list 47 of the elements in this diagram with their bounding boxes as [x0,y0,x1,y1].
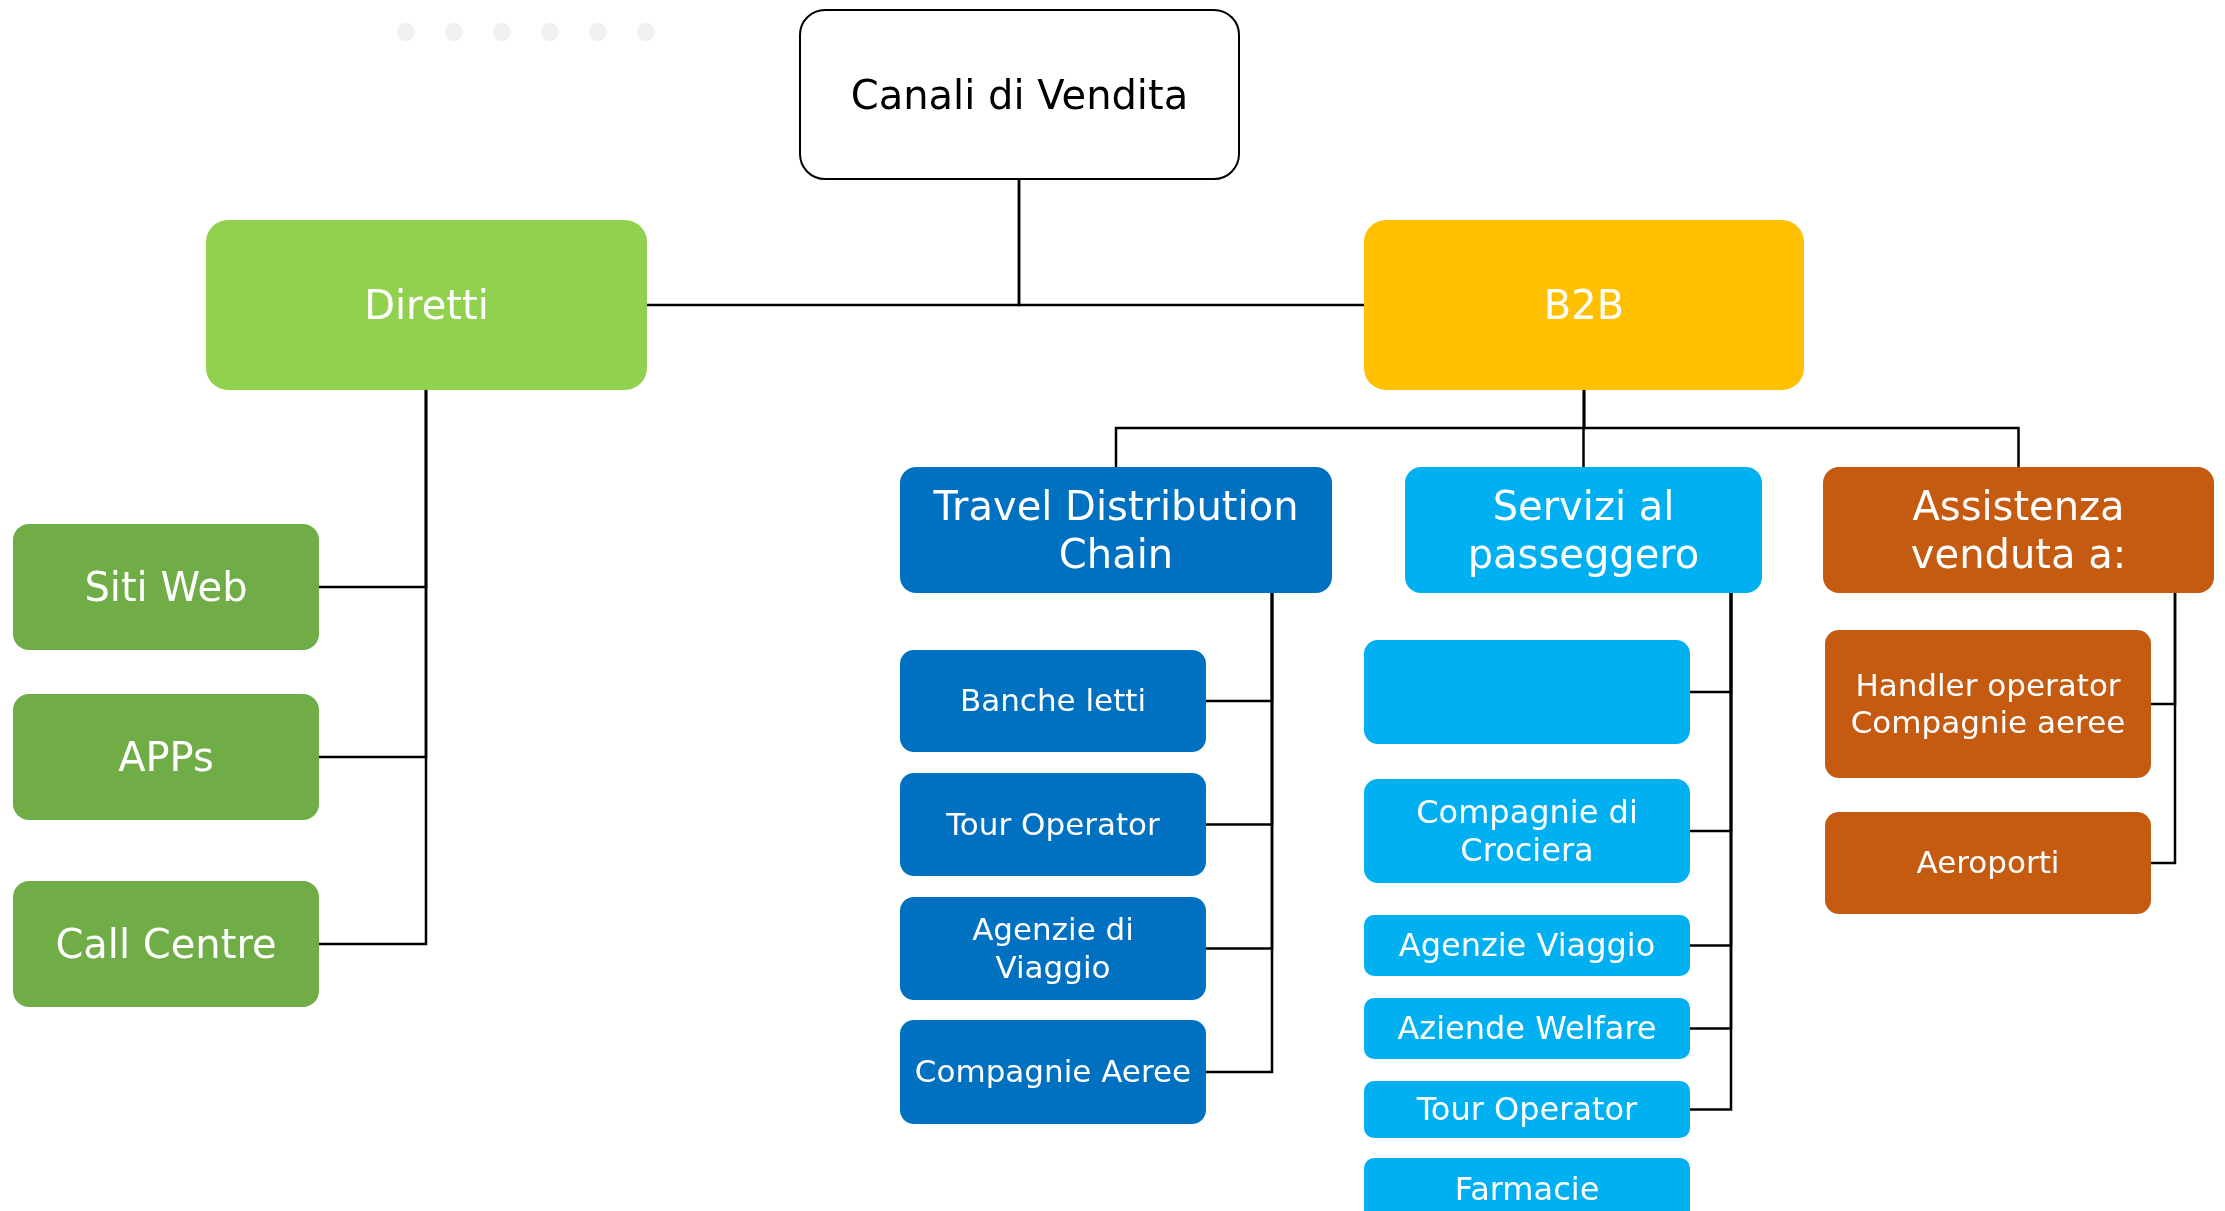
box-label: Agenzie Viaggio [1398,926,1656,965]
connector-line [1582,390,2020,467]
empty-box [1364,640,1690,744]
title-box [799,9,1240,180]
category-box [1364,220,1804,390]
box-label: Agenzie di Viaggio [971,911,1135,986]
channel-box [1364,1158,1690,1211]
box-label: Aeroporti [1916,844,2060,882]
box-label: Compagnie di Crociera [1415,792,1639,870]
channel-box [1364,915,1690,976]
channel-box [1364,779,1690,883]
channel-box [900,897,1206,1000]
box-label: Farmacie [1454,1169,1600,1209]
box-label: Compagnie Aeree [914,1053,1192,1091]
box-label: Call Centre [55,920,277,968]
connector-line [1206,593,1274,1074]
box-label: Servizi al passeggero [1466,482,1701,578]
channel-box [900,467,1332,593]
box-label: Assistenza venduta a: [1909,482,2128,578]
channel-box [1364,1081,1690,1138]
channel-box [1823,467,2214,593]
channel-box [1825,812,2151,914]
channel-box [13,694,319,820]
box-label: Handler operator Compagnie aeree [1849,666,2127,742]
box-label: B2B [1543,281,1625,329]
box-label: Aziende Welfare [1397,1009,1657,1048]
box-label: Canali di Vendita [850,70,1189,119]
channel-box [1825,630,2151,778]
box-label: Travel Distribution Chain [932,482,1300,578]
channel-box [900,650,1206,752]
channel-box [1364,998,1690,1059]
box-label: Diretti [364,281,489,329]
channel-box [900,1020,1206,1124]
connector-line [2151,593,2177,865]
box-label: Tour Operator [1416,1090,1638,1129]
channel-box [1405,467,1762,593]
category-box [206,220,647,390]
channel-box [900,773,1206,876]
connector-line [1017,180,1364,307]
box-label: APPs [118,733,214,781]
box-label: Tour Operator [946,805,1160,844]
channel-box [13,524,319,650]
channel-box [13,881,319,1007]
connector-line [1690,593,1733,1111]
box-label: Siti Web [84,563,248,611]
box-label: Banche letti [959,682,1147,720]
connector-line [319,390,428,946]
